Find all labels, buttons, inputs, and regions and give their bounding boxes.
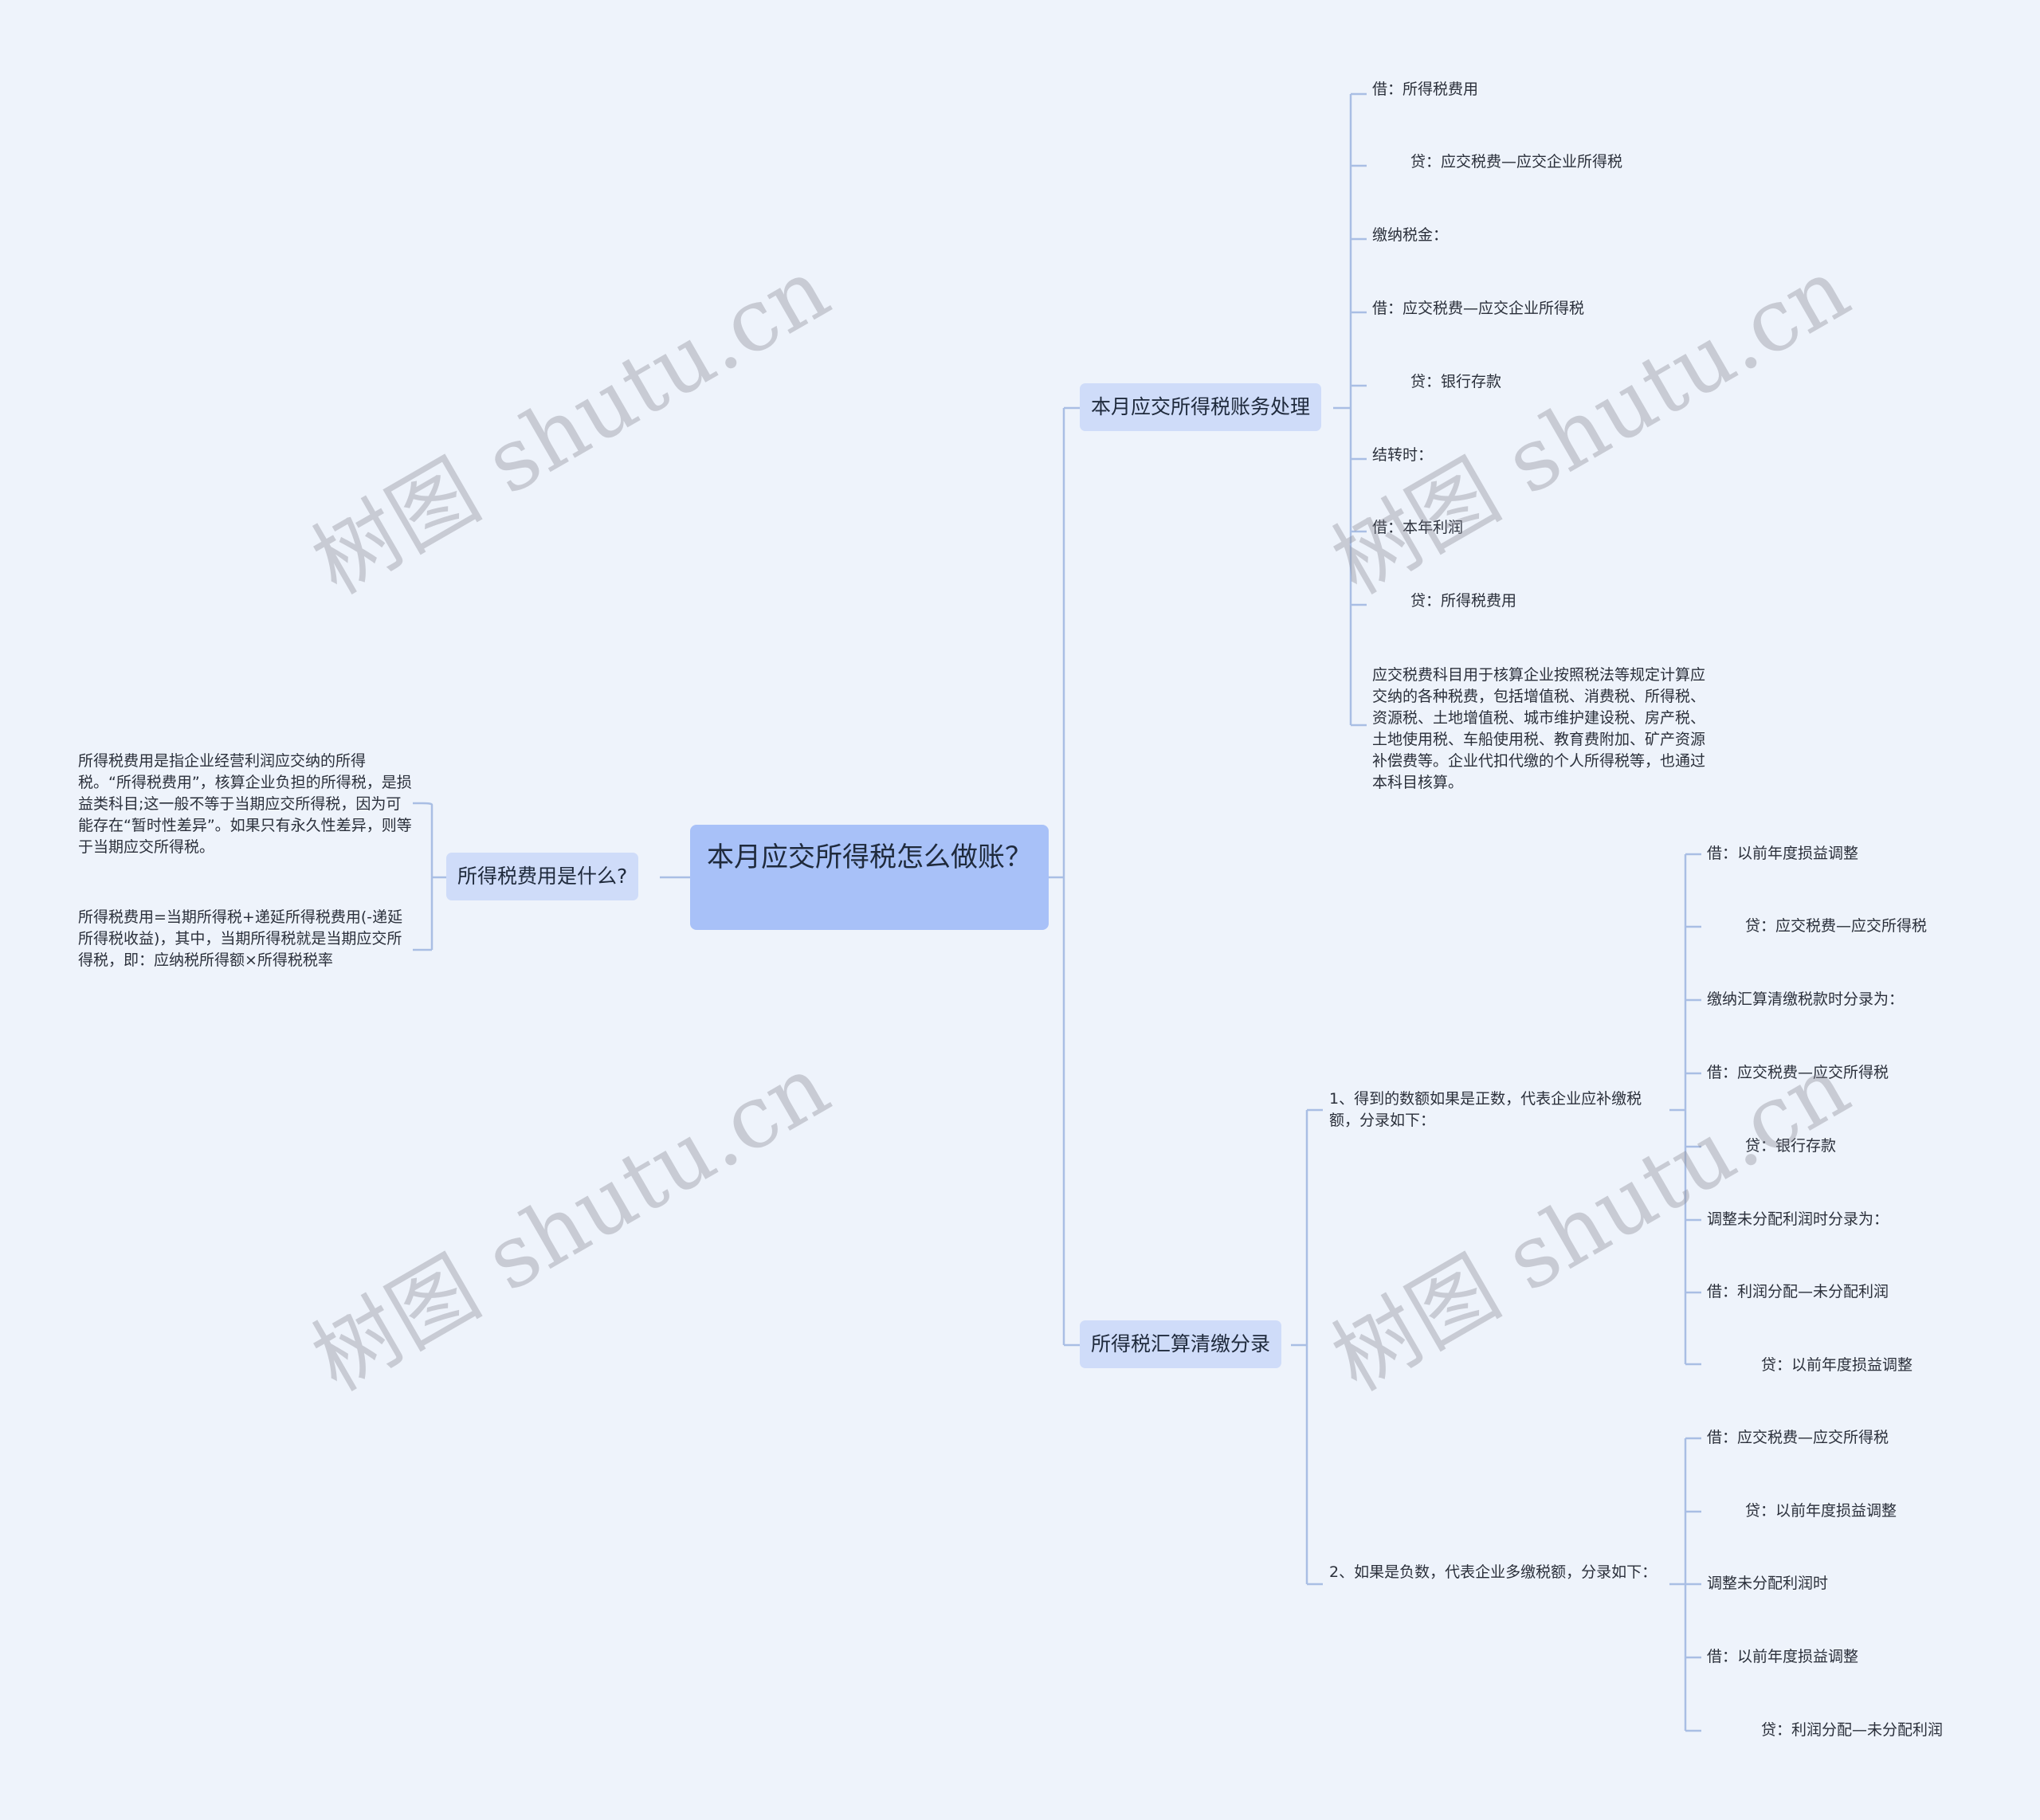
left-item-formula[interactable]: 所得税费用=当期所得税+递延所得税费用(-递延所得税收益)，其中，当期所得税就是…: [78, 908, 403, 969]
s1-item-debit-profit-distribution[interactable]: 借：利润分配—未分配利润: [1707, 1283, 1889, 1300]
branch-monthly-accounting[interactable]: 本月应交所得税账务处理: [1080, 383, 1322, 431]
b1-item-credit-bank-deposit[interactable]: 贷：银行存款: [1410, 373, 1502, 390]
b1-item-explanation[interactable]: 应交税费科目用于核算企业按照税法等规定计算应交纳的各种税费，包括增值税、消费税、…: [1372, 666, 1706, 791]
b1-item-carry-over[interactable]: 结转时：: [1372, 446, 1434, 464]
b1-item-debit-tax-expense[interactable]: 借：所得税费用: [1372, 80, 1479, 98]
s1-item-pay-settlement[interactable]: 缴纳汇算清缴税款时分录为：: [1707, 990, 1905, 1008]
b1-item-debit-tax-payable[interactable]: 借：应交税费—应交企业所得税: [1372, 300, 1585, 317]
branch-annual-settlement[interactable]: 所得税汇算清缴分录: [1080, 1320, 1282, 1368]
s1-item-credit-prior-year-adjust[interactable]: 贷：以前年度损益调整: [1761, 1356, 1913, 1374]
branch-what-is-income-tax-expense[interactable]: 所得税费用是什么?: [446, 853, 639, 900]
s2-item-credit-profit-distribution[interactable]: 贷：利润分配—未分配利润: [1761, 1721, 1944, 1739]
sub-negative-amount[interactable]: 2、如果是负数，代表企业多缴税额，分录如下：: [1329, 1563, 1658, 1581]
sub-positive-amount[interactable]: 1、得到的数额如果是正数，代表企业应补缴税额，分录如下：: [1329, 1090, 1642, 1129]
s1-item-adjust-undistributed[interactable]: 调整未分配利润时分录为：: [1707, 1210, 1889, 1228]
b1-item-credit-tax-payable[interactable]: 贷：应交税费—应交企业所得税: [1410, 153, 1623, 171]
s2-item-adjust-undistributed[interactable]: 调整未分配利润时: [1707, 1575, 1829, 1592]
s1-item-debit-prior-year-adjust[interactable]: 借：以前年度损益调整: [1707, 845, 1859, 862]
s2-item-debit-tax-payable[interactable]: 借：应交税费—应交所得税: [1707, 1429, 1889, 1446]
s1-item-credit-tax-payable[interactable]: 贷：应交税费—应交所得税: [1745, 917, 1928, 935]
s1-item-credit-bank-deposit[interactable]: 贷：银行存款: [1745, 1137, 1837, 1155]
s2-item-credit-prior-year-adjust[interactable]: 贷：以前年度损益调整: [1745, 1502, 1897, 1520]
left-item-definition[interactable]: 所得税费用是指企业经营利润应交纳的所得税。“所得税费用”，核算企业负担的所得税，…: [78, 752, 412, 856]
s2-item-debit-prior-year-adjust[interactable]: 借：以前年度损益调整: [1707, 1648, 1859, 1665]
root-topic[interactable]: 本月应交所得税怎么做账？: [690, 825, 1049, 930]
b1-item-pay-tax[interactable]: 缴纳税金：: [1372, 226, 1449, 244]
s1-item-debit-tax-payable[interactable]: 借：应交税费—应交所得税: [1707, 1064, 1889, 1081]
b1-item-debit-current-profit[interactable]: 借：本年利润: [1372, 519, 1464, 536]
b1-item-credit-tax-expense[interactable]: 贷：所得税费用: [1410, 592, 1517, 610]
